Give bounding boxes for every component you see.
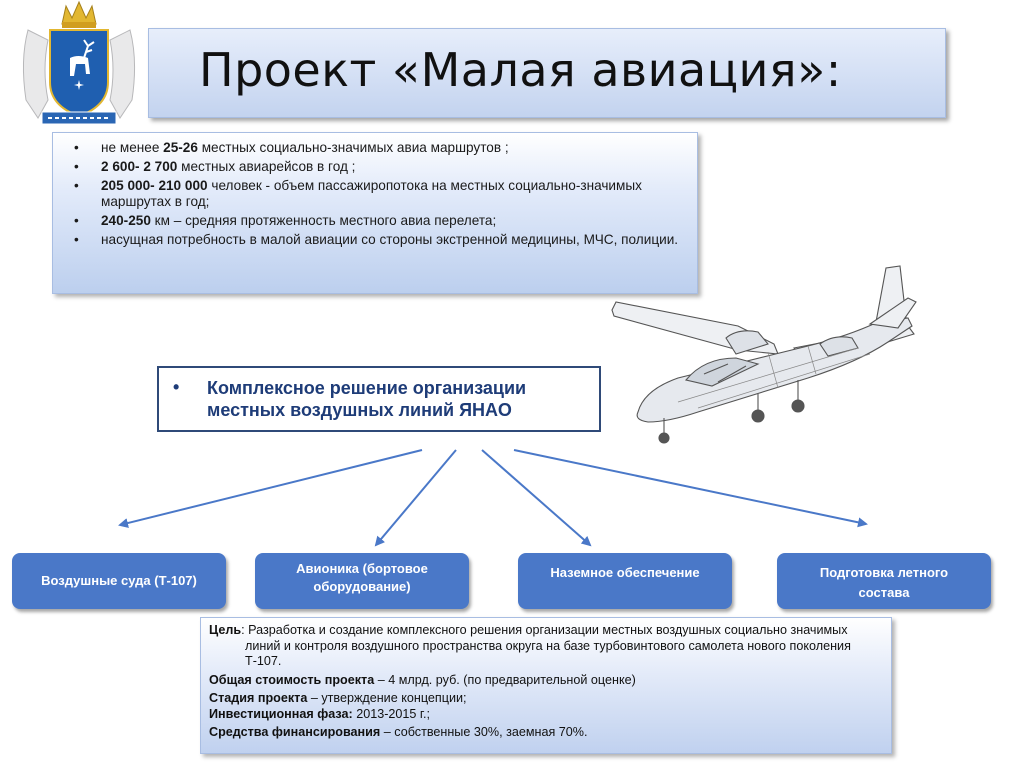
fact-item: 2 600- 2 700 местных авиарейсов в год ; (71, 159, 687, 175)
solution-text: Комплексное решение организации местных … (207, 378, 527, 420)
component-aircraft: Воздушные суда (Т-107) (12, 553, 226, 609)
bullet-icon: • (173, 377, 180, 397)
facts-box: не менее 25-26 местных социально-значимы… (52, 132, 698, 294)
fact-item: не менее 25-26 местных социально-значимы… (71, 140, 687, 156)
goal-line: Цель: Разработка и создание комплексного… (209, 623, 851, 668)
arrow-to-aircraft (118, 449, 423, 528)
goal-box: Цель: Разработка и создание комплексного… (200, 617, 892, 754)
component-ground: Наземное обеспечение (518, 553, 732, 609)
slide-title: Проект «Малая авиация»: (199, 43, 842, 97)
funding-line: Средства финансирования – собственные 30… (209, 725, 588, 739)
component-label: Подготовка летного состава (819, 565, 949, 600)
yamal-coat-of-arms-icon (22, 0, 136, 125)
arrow-to-ground (481, 449, 592, 547)
component-label: Воздушные суда (Т-107) (41, 573, 197, 588)
component-label: Авионика (бортовое оборудование) (296, 561, 428, 594)
fact-item: 240-250 км – средняя протяженность местн… (71, 213, 687, 229)
component-label: Наземное обеспечение (550, 565, 700, 580)
cost-line: Общая стоимость проекта – 4 млрд. руб. (… (209, 672, 636, 687)
fact-item: 205 000- 210 000 человек - объем пассажи… (71, 178, 687, 210)
invest-line: Инвестиционная фаза: 2013-2015 г.; (209, 706, 430, 721)
fact-item: насущная потребность в малой авиации со … (71, 232, 687, 248)
arrow-to-training (513, 449, 868, 528)
arrow-to-avionics (374, 449, 457, 547)
component-avionics: Авионика (бортовое оборудование) (255, 553, 469, 609)
component-training: Подготовка летного состава (777, 553, 991, 609)
title-box: Проект «Малая авиация»: (148, 28, 946, 118)
solution-box: • Комплексное решение организации местны… (157, 366, 601, 432)
t107-aircraft-sketch-icon (611, 265, 917, 444)
stage-line: Стадия проекта – утверждение концепции; (209, 691, 467, 705)
facts-list: не менее 25-26 местных социально-значимы… (71, 140, 687, 248)
